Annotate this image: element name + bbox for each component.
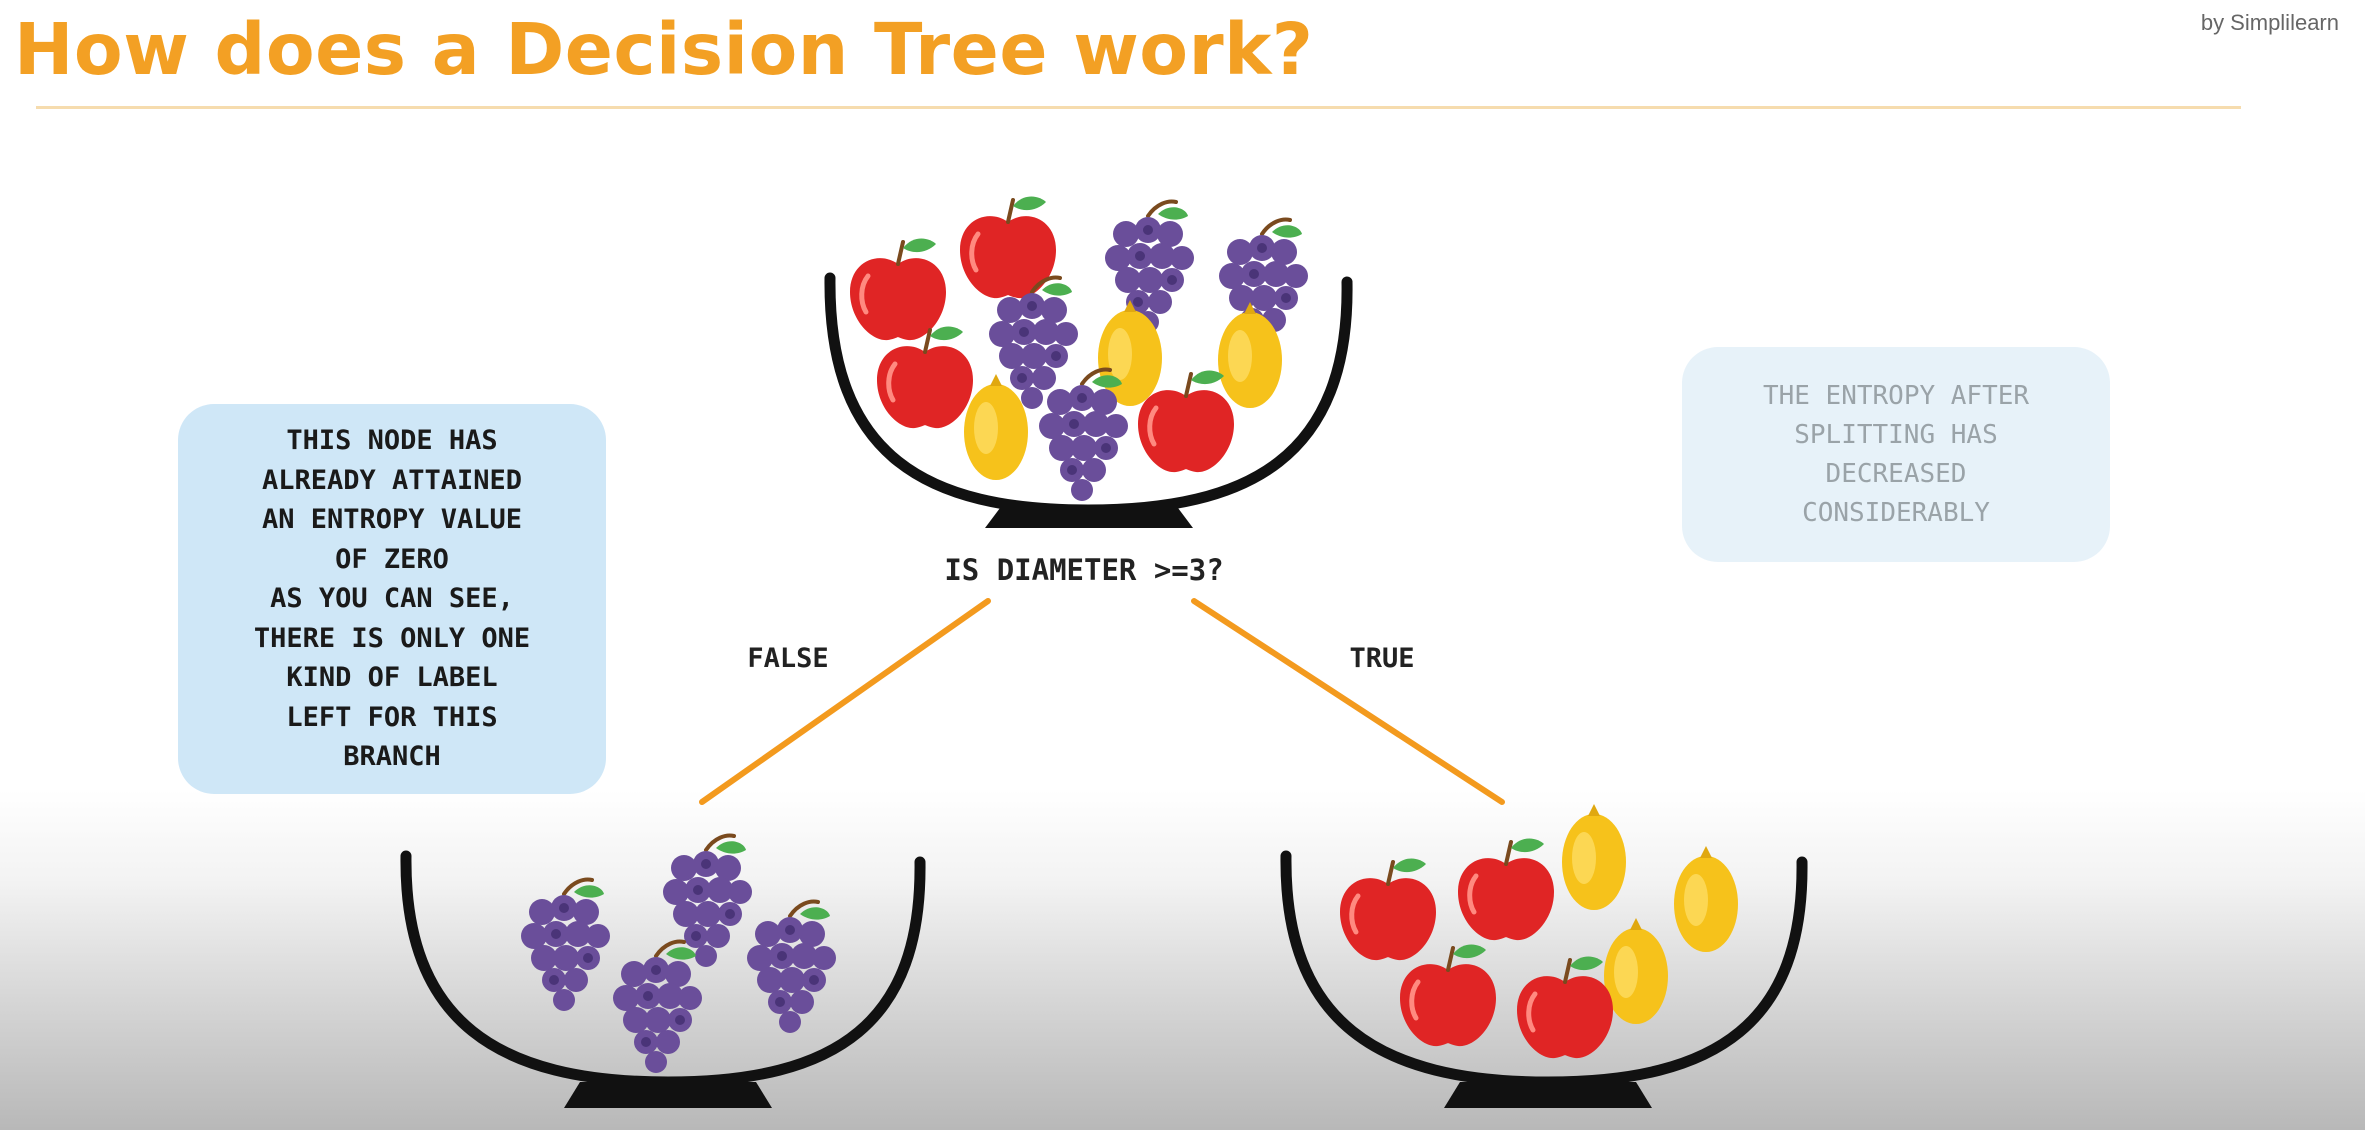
left-leaf-fruit	[519, 833, 838, 1075]
right-leaf-fruit	[1340, 804, 1738, 1058]
split-question: IS DIAMETER >=3?	[944, 553, 1223, 587]
false-label: FALSE	[747, 643, 828, 674]
zero-entropy-note-text: THIS NODE HAS ALREADY ATTAINED AN ENTROP…	[253, 425, 531, 773]
root-bowl	[824, 197, 1353, 528]
left-leaf-bowl	[400, 833, 926, 1108]
true-label: TRUE	[1349, 643, 1414, 674]
slide-title: How does a Decision Tree work?	[14, 8, 1314, 91]
entropy-decrease-note-text: THE ENTROPY AFTER SPLITTING HAS DECREASE…	[1762, 380, 2030, 528]
title-divider	[36, 106, 2241, 109]
entropy-decrease-note: THE ENTROPY AFTER SPLITTING HAS DECREASE…	[1682, 347, 2110, 562]
right-leaf-bowl	[1280, 804, 1808, 1108]
false-branch-line	[699, 598, 991, 805]
true-branch-line	[1191, 598, 1505, 805]
root-fruit	[850, 197, 1310, 503]
brand-watermark: by Simplilearn	[2200, 10, 2339, 35]
zero-entropy-note: THIS NODE HAS ALREADY ATTAINED AN ENTROP…	[178, 404, 606, 794]
